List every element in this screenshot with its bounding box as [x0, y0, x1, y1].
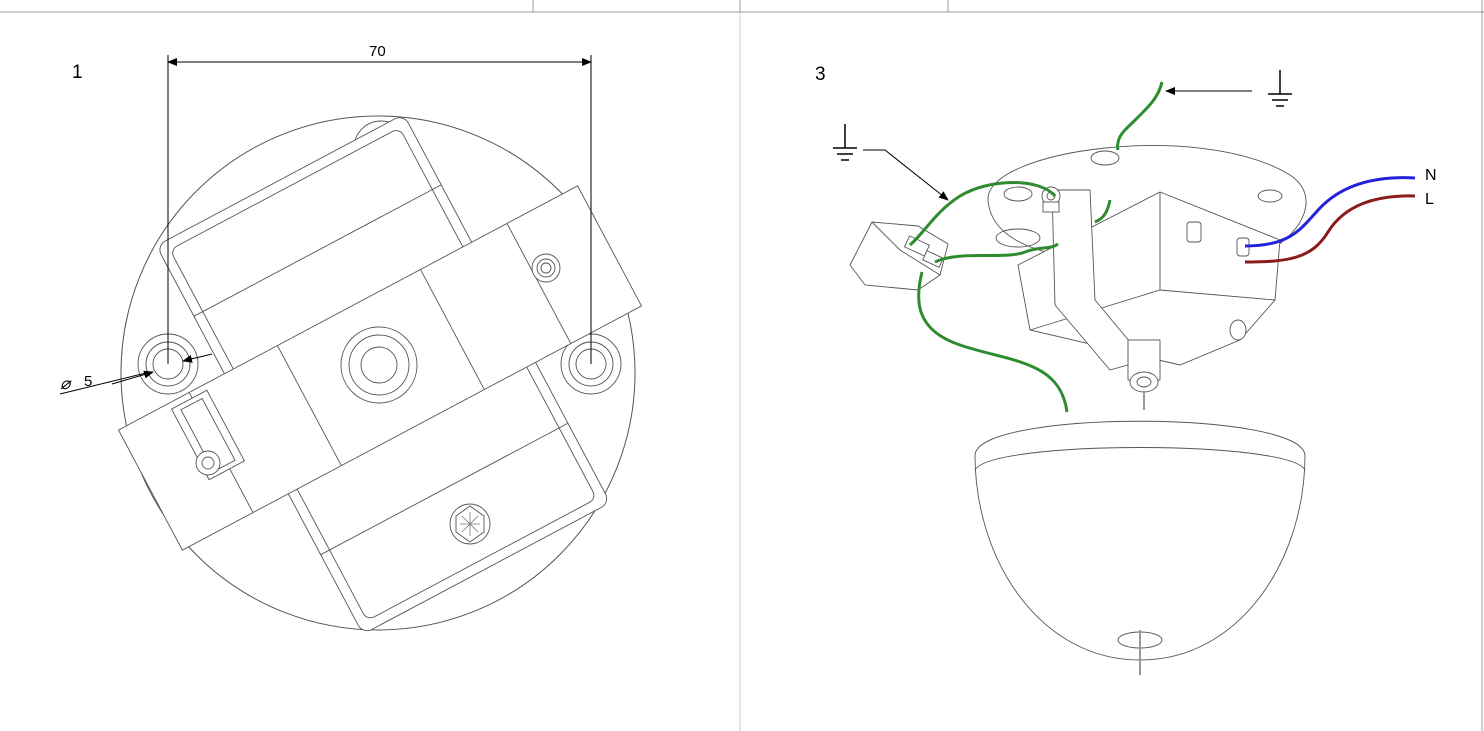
earth-wire-bracket: [934, 199, 1112, 264]
neutral-label: N: [1425, 167, 1437, 184]
step-number-3: 3: [815, 64, 826, 85]
live-wire: [1244, 194, 1416, 264]
neutral-wire: [1244, 176, 1416, 248]
center-boss: [340, 326, 418, 404]
bracket-box: [1017, 189, 1281, 371]
earth-ground-icon: [833, 124, 857, 161]
diameter-symbol: ⌀: [60, 374, 72, 393]
earth-wire-shade: [917, 271, 1069, 413]
panel-3: 3: [815, 64, 1437, 675]
earth-leader-left: [863, 149, 949, 201]
diameter-value: 5: [84, 373, 92, 390]
earth-ground-icon: [1268, 70, 1292, 107]
earth-wire-canopy: [909, 181, 1057, 247]
terminal-clip: [170, 389, 246, 481]
dimension-70: 70: [167, 43, 592, 364]
earth-wire-supply: [1116, 81, 1164, 151]
earth-screw: [449, 503, 491, 545]
step-number-1: 1: [72, 62, 83, 83]
terminal-block: [849, 221, 949, 291]
center-stem: [1127, 319, 1247, 410]
dimension-diameter: ⌀ 5: [59, 353, 213, 395]
bracket-nut: [531, 253, 561, 283]
live-label: L: [1425, 191, 1434, 208]
lamp-shade: [974, 420, 1306, 675]
dimension-width-label: 70: [369, 43, 386, 60]
panel-1: 1: [59, 43, 643, 632]
